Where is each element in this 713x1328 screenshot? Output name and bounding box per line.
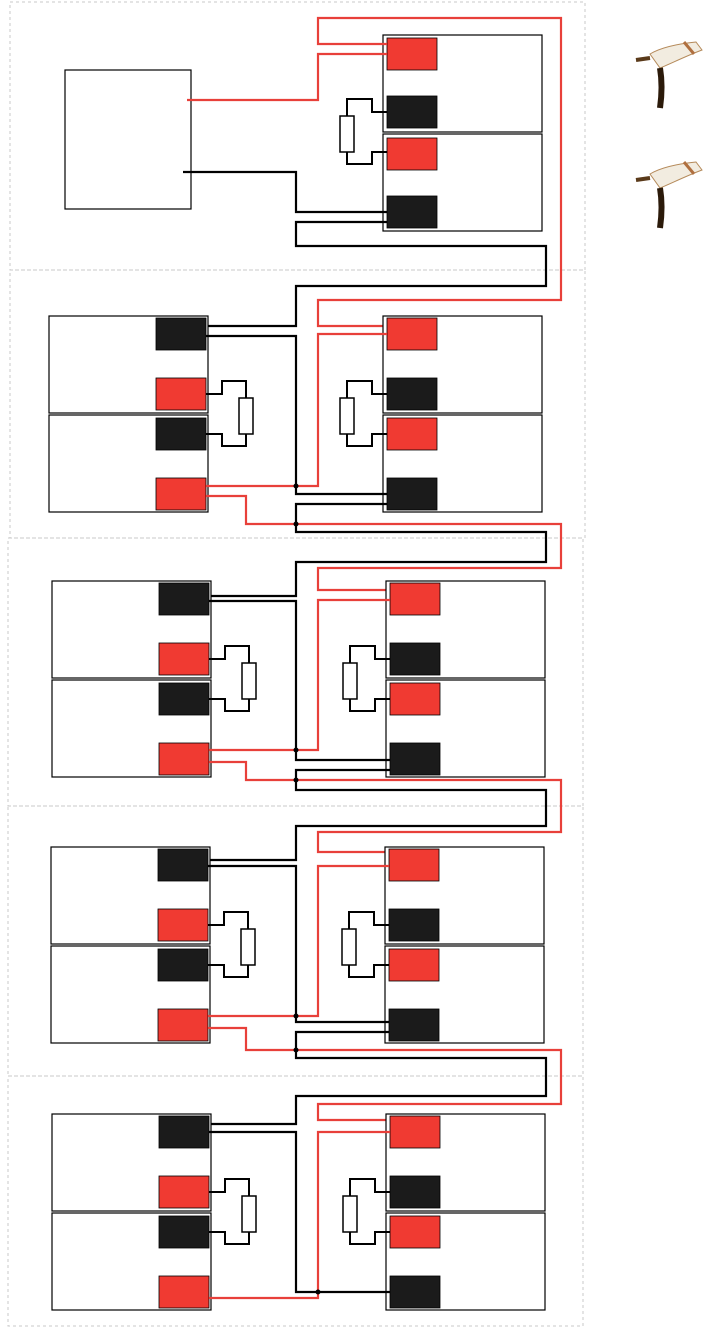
black-wire [206, 502, 548, 598]
positive-terminal [158, 1175, 210, 1209]
negative-terminal [389, 1275, 441, 1309]
positive-terminal [386, 317, 438, 351]
positive-terminal [386, 37, 438, 71]
black-wire [209, 1130, 390, 1294]
fuse [339, 98, 387, 165]
black-wire [209, 768, 548, 862]
negative-terminal [158, 1215, 210, 1249]
fuse [342, 645, 390, 712]
positive-terminal [389, 682, 441, 716]
positive-terminal [388, 848, 440, 882]
negative-terminal [155, 417, 207, 451]
red-wire [209, 1130, 390, 1300]
negative-terminal [388, 1008, 440, 1042]
negative-terminal [158, 582, 210, 616]
zone-row-4 [7, 805, 584, 1077]
fuse [209, 645, 257, 712]
black-wire [206, 334, 387, 496]
negative-terminal [155, 317, 207, 351]
positive-terminal [158, 742, 210, 776]
negative-terminal [389, 642, 441, 676]
fuse [341, 911, 389, 978]
positive-terminal [388, 948, 440, 982]
positive-terminal [155, 377, 207, 411]
black-wire [209, 599, 390, 762]
red-wire [208, 864, 389, 1018]
positive-terminal [157, 1008, 209, 1042]
black-wire [183, 170, 387, 214]
negative-terminal [158, 1115, 210, 1149]
negative-terminal [386, 195, 438, 229]
fuse [206, 380, 254, 447]
red-wire [187, 52, 387, 102]
zone-row-3 [7, 537, 584, 807]
fuse [339, 380, 387, 447]
fuse [209, 1178, 257, 1245]
clamp-icon [635, 161, 703, 229]
load-device [64, 69, 192, 210]
black-wire [209, 1030, 548, 1126]
positive-terminal [155, 477, 207, 511]
red-wire [316, 16, 563, 328]
red-wire [206, 494, 563, 592]
positive-terminal [386, 137, 438, 171]
negative-terminal [389, 1175, 441, 1209]
positive-terminal [389, 582, 441, 616]
negative-terminal [157, 948, 209, 982]
red-wire [209, 760, 563, 854]
clamp-icon [635, 41, 703, 109]
red-wire [208, 1026, 563, 1122]
red-wire [209, 598, 390, 752]
fuse [342, 1178, 390, 1245]
positive-terminal [158, 642, 210, 676]
red-wire [206, 332, 387, 488]
negative-terminal [386, 95, 438, 129]
negative-terminal [158, 682, 210, 716]
black-wire [208, 864, 389, 1024]
positive-terminal [157, 908, 209, 942]
negative-terminal [389, 742, 441, 776]
black-wire [206, 220, 548, 328]
positive-terminal [389, 1215, 441, 1249]
negative-terminal [386, 477, 438, 511]
fuse [208, 911, 256, 978]
negative-terminal [157, 848, 209, 882]
positive-terminal [389, 1115, 441, 1149]
positive-terminal [386, 417, 438, 451]
zone-row-5 [7, 1075, 584, 1327]
negative-terminal [386, 377, 438, 411]
negative-terminal [388, 908, 440, 942]
zone-row-1 [9, 1, 586, 271]
positive-terminal [158, 1275, 210, 1309]
